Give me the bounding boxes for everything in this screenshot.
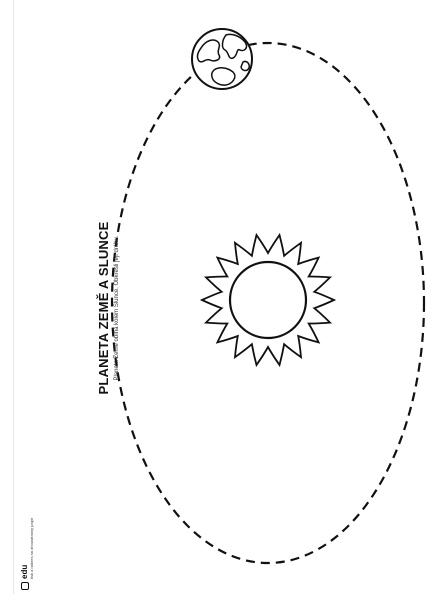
page-title: PLANETA ZEMĚ A SLUNCE (96, 222, 111, 395)
logo-icon (21, 582, 29, 590)
footer-note: tisk a nákres na oboustranný papír (29, 518, 34, 579)
earth-globe-icon (192, 29, 252, 89)
instruction-text: Planeta Země obíhá kolem Slunce. Obkresl… (113, 222, 121, 395)
logo-text: edu (20, 518, 29, 579)
publisher-footer: edu tisk a nákres na oboustranný papír (20, 518, 34, 590)
title-block: PLANETA ZEMĚ A SLUNCE Planeta Země obíhá… (96, 222, 121, 395)
sun-icon (202, 235, 334, 365)
